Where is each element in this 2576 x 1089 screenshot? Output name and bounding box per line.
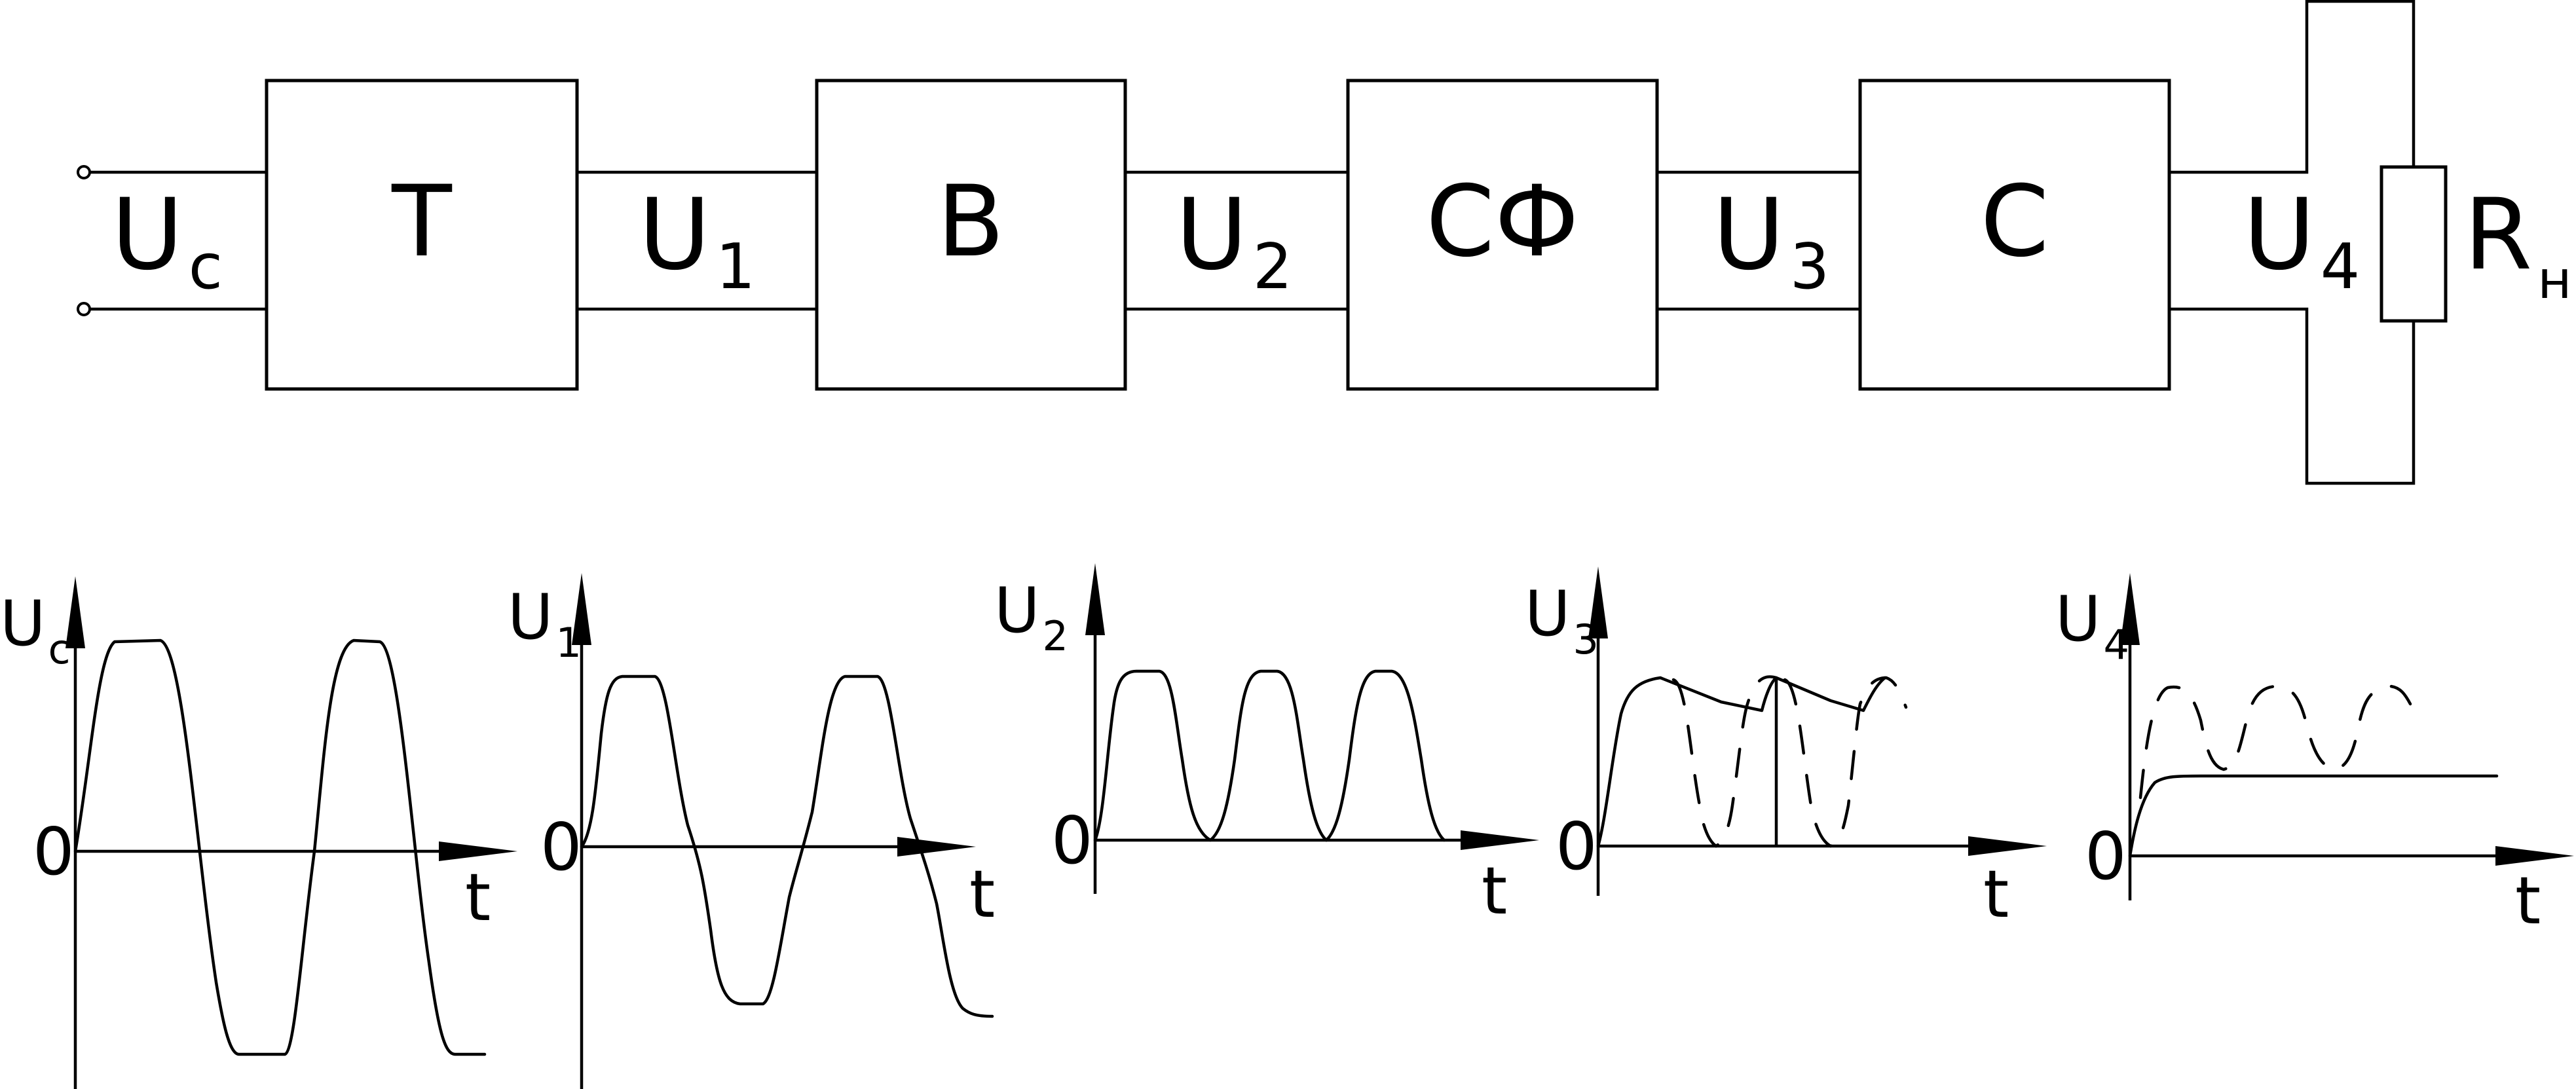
waveform-u3-solid <box>1596 676 1887 848</box>
waveform-u4-ripple-dashed <box>2138 684 2412 800</box>
block-label-v: В <box>937 165 1005 279</box>
waveform-uc <box>73 638 487 1056</box>
axis-label-uc: Uc <box>0 588 71 673</box>
block-label-t: Т <box>391 165 453 279</box>
wire-out-bottom <box>2169 307 2416 485</box>
input-terminal-top <box>77 165 91 179</box>
axis-label-u2: U2 <box>994 575 1068 660</box>
time-label: t <box>465 859 491 936</box>
origin-label: 0 <box>2085 818 2127 895</box>
input-terminal-bottom <box>77 302 91 316</box>
waveform-u1 <box>580 674 994 1018</box>
waveform-u4 <box>2128 774 2499 858</box>
origin-label: 0 <box>540 809 582 885</box>
x-axis-arrowhead <box>1968 836 2047 856</box>
waveform-u3-dashed-1 <box>1671 675 1778 848</box>
y-axis-arrowhead <box>1085 563 1105 635</box>
x-axis-arrowhead <box>1461 830 1539 850</box>
waveform-u2 <box>1093 669 1446 842</box>
block-rectifier <box>815 79 1127 391</box>
time-label: t <box>2515 862 2541 939</box>
time-label: t <box>1482 853 1507 929</box>
time-label: t <box>1983 856 2009 932</box>
signal-u1-label: U1 <box>639 178 755 303</box>
plot-u4: U4 0 t <box>2055 573 2574 939</box>
time-label: t <box>969 856 995 932</box>
waveform-u3-dashed-2 <box>1783 676 1908 848</box>
plot-u2: U2 0 t <box>994 563 1539 929</box>
signal-u4-label: U4 <box>2243 178 2360 303</box>
axis-label-u3: U3 <box>1525 578 1599 663</box>
x-axis-arrowhead <box>439 841 517 861</box>
x-axis-arrowhead <box>897 837 976 857</box>
block-label-sf: СФ <box>1426 165 1579 279</box>
signal-uc-label: Uc <box>111 178 223 303</box>
y-axis-arrowhead <box>1588 566 1608 638</box>
axis-label-u4: U4 <box>2055 583 2129 669</box>
signal-u3-label: U3 <box>1713 178 1829 303</box>
wire-out-top <box>2169 0 2416 174</box>
origin-label: 0 <box>33 813 75 890</box>
y-axis-arrowhead <box>572 573 591 645</box>
y-axis-arrowhead <box>65 576 85 648</box>
plot-u3: U3 0 t <box>1525 566 2047 932</box>
y-axis-arrowhead <box>2120 573 2140 645</box>
block-filter <box>1346 79 1659 391</box>
axis-label-u1: U1 <box>508 581 582 667</box>
block-stabilizer <box>1858 79 2171 391</box>
signal-u2-label: U2 <box>1176 178 1292 303</box>
plot-u1: U1 0 t <box>508 573 995 1089</box>
plot-uc: Uc 0 t <box>0 576 517 1089</box>
block-transformer <box>265 79 579 391</box>
origin-label: 0 <box>1556 808 1597 885</box>
origin-label: 0 <box>1051 802 1093 879</box>
x-axis-arrowhead <box>2495 846 2574 866</box>
block-label-s: С <box>1981 165 2049 279</box>
load-resistor <box>2380 165 2448 323</box>
